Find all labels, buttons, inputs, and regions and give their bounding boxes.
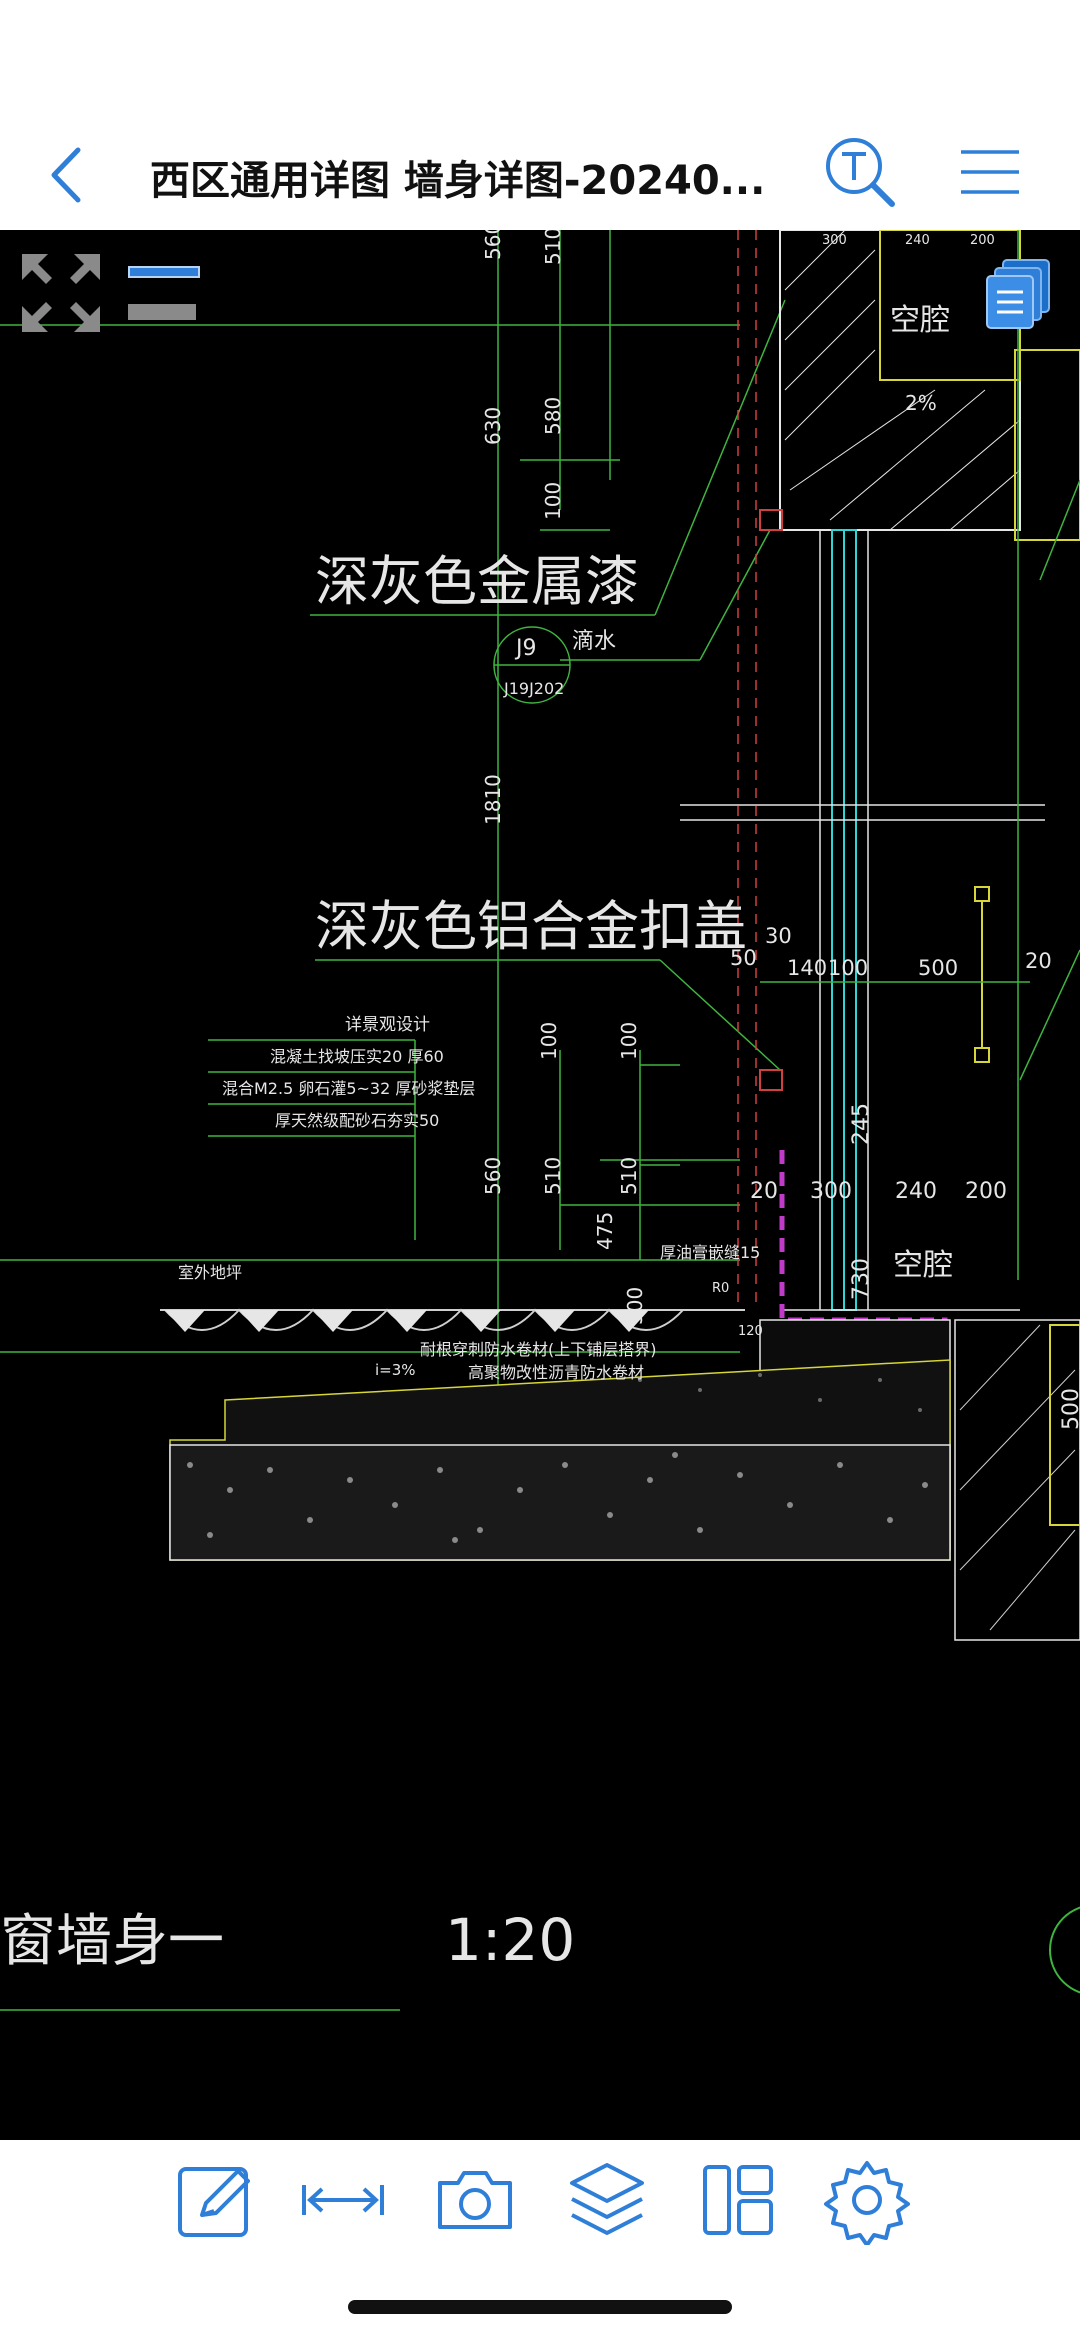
drawing-canvas[interactable]: 空腔 2%: [0, 230, 1080, 2140]
dim-window-3: 140: [787, 956, 827, 980]
expand-arrows-icon: [22, 254, 100, 332]
dim-mid-7: 300: [623, 1287, 647, 1325]
dim-mid-2: 580: [541, 397, 565, 435]
dim-mid-3: 100: [541, 482, 565, 520]
layout-icon: [703, 2165, 773, 2235]
dim-mid2-1: 100: [617, 1022, 641, 1060]
menu-button[interactable]: [955, 132, 1035, 212]
dim-window-5: 500: [918, 956, 958, 980]
label-metal-paint: 深灰色金属漆: [315, 550, 639, 613]
label-membrane-2: 高聚物改性沥青防水卷材: [468, 1363, 644, 1382]
annotate-button[interactable]: [172, 2155, 262, 2245]
dim-window-1: 30: [765, 924, 792, 948]
line-weight-thick-button[interactable]: [128, 304, 196, 320]
fullscreen-button[interactable]: [20, 252, 102, 334]
dim-bottom-3: 300: [810, 1179, 852, 1204]
cad-drawing: 空腔 2%: [0, 230, 1080, 2011]
dim-left-1: 560: [481, 230, 505, 260]
hamburger-menu-icon: [961, 150, 1019, 194]
screenshot-button[interactable]: [430, 2155, 520, 2245]
settings-button[interactable]: [822, 2155, 912, 2247]
layers-icon: [570, 2163, 644, 2235]
label-membrane-1: 耐根穿刺防水卷材(上下铺层搭界): [420, 1340, 657, 1359]
dim-120: 120: [738, 1324, 763, 1339]
dim-mid-5: 510: [541, 1157, 565, 1195]
dim-bottom-6: 730: [849, 1258, 874, 1300]
dim-mid-4: 100: [537, 1022, 561, 1060]
label-slope: i=3%: [375, 1361, 416, 1379]
label-alu-cover: 深灰色铝合金扣盖: [315, 895, 747, 958]
label-outdoor: 室外地坪: [178, 1263, 242, 1282]
dim-top-2: 240: [905, 233, 930, 248]
slope-2pct-label: 2%: [905, 391, 937, 415]
measure-button[interactable]: [298, 2155, 388, 2245]
dim-bottom-2: 20: [750, 1179, 778, 1204]
detail-ref-top: J9: [514, 636, 537, 661]
dim-left-2: 630: [481, 407, 505, 445]
dim-bottom-5: 200: [965, 1179, 1007, 1204]
layout-button[interactable]: [693, 2155, 783, 2245]
back-button[interactable]: [40, 140, 100, 210]
layer-3: 厚天然级配砂石夯实50: [275, 1111, 439, 1130]
label-sealant: 厚油膏嵌缝15: [660, 1243, 760, 1262]
dim-top-1: 300: [822, 233, 847, 248]
camera-icon: [438, 2171, 512, 2229]
edit-note-icon: [178, 2167, 250, 2237]
line-weight-thin-button[interactable]: [128, 266, 200, 278]
dim-bottom-4: 240: [895, 1179, 937, 1204]
app-header: 西区通用详图 墙身详图-20240...: [0, 0, 1080, 230]
dim-left-3: 1810: [481, 774, 505, 825]
text-search-icon: [826, 138, 895, 207]
dim-top-3: 200: [970, 233, 995, 248]
layout-panel-button[interactable]: [985, 258, 1053, 330]
layers-button[interactable]: [562, 2155, 652, 2245]
measure-distance-icon: [302, 2185, 384, 2215]
layer-1: 混凝土找坡压实20 厚60: [270, 1047, 444, 1066]
dim-bottom-1: 245: [849, 1103, 874, 1145]
label-drip: 滴水: [572, 629, 616, 654]
dim-mid-6: 475: [593, 1212, 617, 1250]
chevron-left-icon: [51, 147, 81, 203]
dim-window-6: 20: [1025, 949, 1052, 973]
detail-ref-bottom: J19J202: [503, 679, 564, 698]
drawing-scale: 1:20: [445, 1906, 575, 1974]
dim-bottom-7: 500: [1059, 1388, 1080, 1430]
layer-stack-icon: [986, 259, 1050, 329]
dim-window-2: 50: [730, 946, 757, 970]
label-landscape: 详景观设计: [345, 1015, 430, 1035]
dim-mid2-2: 510: [617, 1157, 641, 1195]
cavity-top-label: 空腔: [890, 303, 950, 338]
text-search-button[interactable]: [820, 132, 900, 212]
drawing-caption: 窗墙身一: [0, 1909, 224, 1974]
gear-icon: [824, 2161, 910, 2247]
home-indicator: [348, 2300, 732, 2314]
dim-mid-1: 510: [541, 230, 565, 265]
page-title: 西区通用详图 墙身详图-20240...: [150, 158, 766, 204]
dim-r0: R0: [712, 1281, 729, 1296]
dim-window-4: 100: [828, 956, 868, 980]
layer-2: 混合M2.5 卵石灌5~32 厚砂浆垫层: [222, 1079, 475, 1098]
cavity-bottom-label: 空腔: [893, 1248, 953, 1283]
dim-left-4: 560: [481, 1157, 505, 1195]
